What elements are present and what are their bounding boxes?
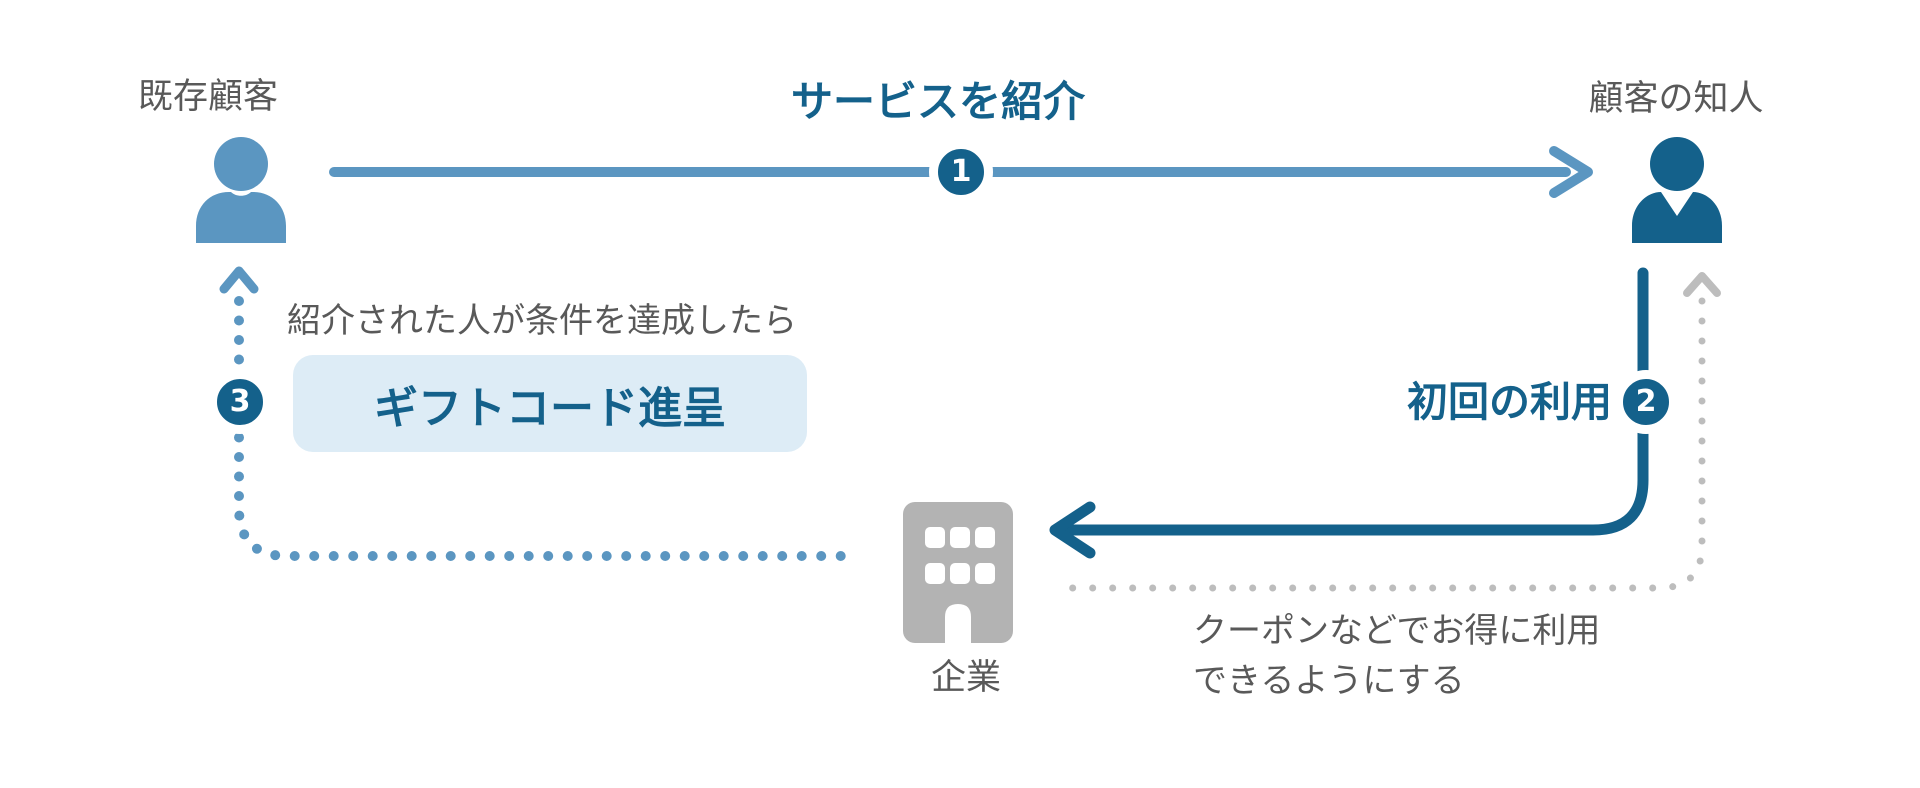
coupon-note-line2: できるようにする [1193, 661, 1465, 701]
company-label: 企業 [930, 658, 1001, 698]
step-1-badge-number: 1 [950, 154, 972, 189]
step-3-badge: 3 [208, 370, 272, 434]
coupon-note: クーポンなどでお得に利用 できるようにする [1193, 606, 1600, 706]
gift-dotted-arrow [219, 266, 863, 561]
coupon-note-line1: クーポンなどでお得に利用 [1193, 611, 1601, 651]
step-1-badge: 1 [929, 140, 993, 204]
existing-customer-icon [196, 137, 286, 243]
step-3-condition: 紹介された人が条件を達成したら [287, 301, 797, 341]
gift-code-box: ギフトコード進呈 [293, 355, 807, 452]
friend-label: 顧客の知人 [1588, 79, 1764, 119]
existing-customer-label: 既存顧客 [137, 77, 278, 117]
coupon-dotted-arrow [1053, 272, 1721, 592]
friend-icon [1632, 137, 1722, 243]
gift-code-label: ギフトコード進呈 [374, 382, 726, 434]
step-2-badge-number: 2 [1635, 384, 1657, 419]
step-3-badge-number: 3 [229, 384, 251, 419]
step-2-title: 初回の利用 [1407, 378, 1612, 426]
step-1-title: サービスを紹介 [790, 77, 1085, 126]
step-2-badge: 2 [1614, 370, 1678, 434]
company-building-icon [903, 502, 1013, 643]
first-use-arrow [1049, 267, 1649, 559]
